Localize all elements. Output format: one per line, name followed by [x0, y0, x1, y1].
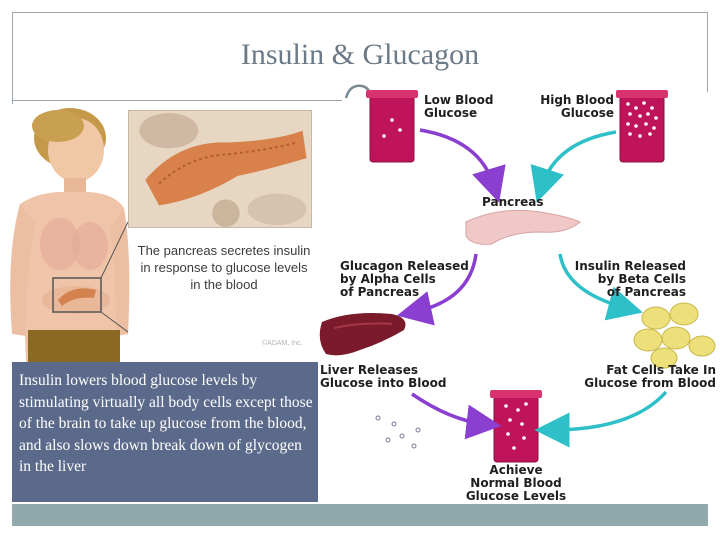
child-pancreas-illustration: The pancreas secretes insulin in respons…	[0, 104, 318, 362]
arrow-low-to-pancreas	[419, 128, 506, 203]
frame-left-line	[12, 12, 13, 106]
description-box	[12, 362, 318, 502]
released-glucose-dots	[375, 415, 421, 449]
arrow-glucagon-to-liver	[396, 253, 478, 326]
slide-title: Insulin & Glucagon	[240, 38, 480, 71]
low-glucose-tube	[366, 90, 418, 163]
pancreas-closeup	[128, 110, 312, 228]
arrow-insulin-to-fat	[558, 253, 643, 321]
fat-cells	[633, 302, 716, 369]
illustration-credit: ©ADAM, Inc.	[262, 340, 303, 347]
normal-glucose-tube	[490, 390, 542, 463]
frame-divider-line	[12, 100, 342, 101]
arrow-liver-to-normal	[411, 392, 502, 440]
arrow-high-to-pancreas	[530, 130, 617, 203]
liver-organ	[319, 313, 406, 356]
child-figure	[10, 108, 130, 362]
label-pancreas: Pancreas	[482, 195, 544, 209]
frame-right-line	[707, 12, 708, 92]
illustration-caption: The pancreas secretes insulin in respons…	[137, 243, 311, 292]
frame-top-line	[12, 12, 708, 13]
high-glucose-tube	[616, 90, 668, 163]
bottom-accent-bar	[12, 504, 708, 526]
arrow-fat-to-normal	[534, 390, 668, 448]
pancreas-organ	[465, 209, 581, 245]
description-text: Insulin lowers blood glucose levels by s…	[19, 372, 313, 475]
